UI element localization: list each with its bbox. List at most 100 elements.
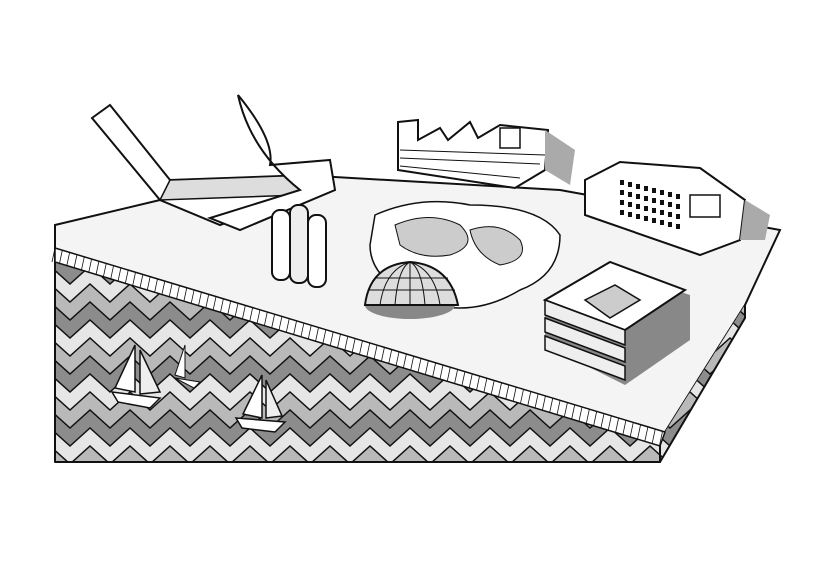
plank: [190, 289, 195, 305]
plank: [293, 320, 297, 335]
window: [668, 212, 672, 217]
plank: [476, 375, 480, 391]
sailboat: [110, 344, 162, 409]
window: [660, 220, 664, 225]
plank: [66, 252, 71, 267]
plank: [102, 263, 107, 278]
plank: [622, 420, 627, 435]
window: [620, 210, 624, 215]
plank: [95, 261, 100, 276]
plank: [271, 314, 275, 329]
plank: [373, 345, 378, 360]
plank: [542, 395, 546, 411]
plank: [139, 274, 144, 289]
towers: [271, 204, 327, 288]
plank: [146, 276, 151, 291]
promenade: [51, 246, 666, 447]
plank: [468, 373, 473, 388]
window: [636, 184, 640, 189]
plank: [58, 250, 63, 265]
plank: [227, 300, 232, 316]
plank: [51, 247, 56, 263]
plank: [402, 353, 407, 369]
plank: [154, 278, 158, 293]
plank: [183, 287, 188, 302]
plank: [659, 431, 663, 446]
plank: [329, 331, 334, 346]
plank: [381, 347, 385, 362]
plank: [234, 303, 239, 318]
window: [676, 194, 680, 199]
plank: [359, 340, 363, 355]
window: [628, 192, 632, 197]
plank: [278, 316, 283, 331]
plank: [80, 256, 85, 271]
curved-building: [90, 94, 337, 232]
plank: [351, 338, 356, 353]
plank: [198, 292, 202, 307]
window: [660, 200, 664, 205]
window: [668, 222, 672, 227]
plank: [88, 258, 92, 274]
plank: [124, 269, 129, 285]
plank: [322, 329, 327, 344]
plank: [593, 411, 598, 426]
plank: [520, 389, 524, 404]
plank: [454, 369, 458, 384]
plank: [578, 406, 583, 422]
stacked-building: [542, 260, 690, 385]
plank: [176, 285, 180, 300]
plank: [446, 367, 451, 382]
plank: [585, 409, 590, 424]
plank: [564, 402, 568, 417]
plank: [644, 426, 649, 441]
plank: [256, 309, 261, 324]
plank: [300, 322, 305, 338]
window: [676, 214, 680, 219]
plank: [168, 283, 173, 298]
plank: [483, 378, 488, 393]
plank: [132, 272, 136, 287]
sailboat: [234, 374, 287, 433]
plank: [432, 362, 437, 377]
plank: [241, 305, 246, 320]
dome: [363, 260, 460, 319]
plank: [263, 311, 268, 327]
plank: [73, 254, 78, 269]
plank: [498, 382, 502, 397]
water-edge-right: [659, 304, 746, 463]
plank: [307, 325, 312, 340]
plank: [512, 387, 517, 402]
plank: [607, 415, 612, 430]
plank: [424, 360, 429, 375]
plank: [117, 267, 122, 282]
window: [652, 208, 656, 213]
window: [628, 202, 632, 207]
window: [644, 196, 648, 201]
plank: [285, 318, 290, 333]
window: [652, 198, 656, 203]
window: [676, 224, 680, 229]
plank: [417, 358, 422, 373]
plank: [556, 400, 561, 415]
sailboat: [174, 344, 202, 389]
plank: [161, 281, 166, 296]
window: [620, 200, 624, 205]
window: [644, 186, 648, 191]
plank: [534, 393, 539, 408]
window: [628, 182, 632, 187]
window: [644, 206, 648, 211]
window: [652, 188, 656, 193]
window: [660, 190, 664, 195]
plank: [651, 428, 656, 444]
plank: [527, 391, 532, 406]
plank: [637, 424, 641, 439]
factory-building: [397, 118, 575, 190]
plank: [571, 404, 576, 419]
plank: [337, 334, 341, 349]
plank: [366, 342, 371, 358]
window: [636, 214, 640, 219]
window: [652, 218, 656, 223]
window: [636, 194, 640, 199]
